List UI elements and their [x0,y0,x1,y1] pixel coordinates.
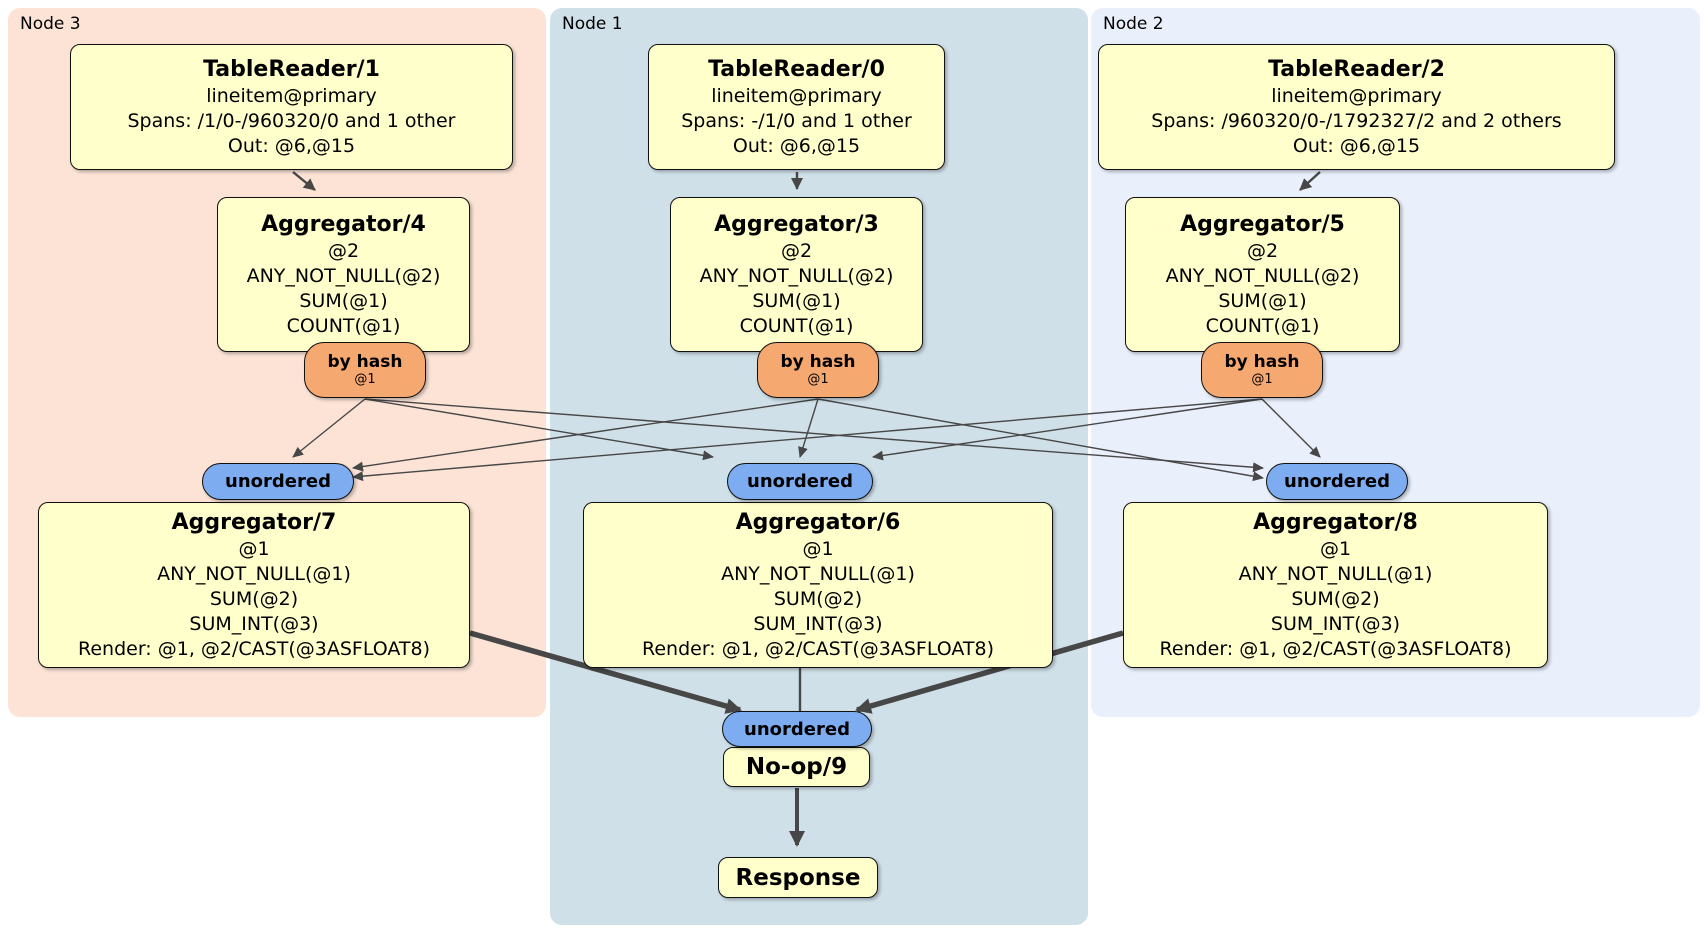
edge-tablereader1-aggregator4 [292,171,316,191]
synchronizer-type-label: unordered [225,471,331,492]
edge-byhash4-unordered7 [292,398,366,458]
region-label-node2: Node 2 [1103,14,1164,34]
processor-detail-line: Render: @1, @2/CAST(@3ASFLOAT8) [1159,638,1512,660]
synchronizer-type-label: unordered [1284,471,1390,492]
processor-title: Aggregator/3 [714,212,879,237]
edge-byhash4-unordered8 [364,398,1264,473]
processor-detail-line: SUM(@2) [209,588,299,610]
processor-detail-line: @2 [327,240,360,262]
processor-detail-line: lineitem@primary [711,85,882,107]
processor-detail-line: lineitem@primary [206,85,377,107]
processor-detail-line: @2 [1246,240,1279,262]
router-columns-label: @1 [807,372,829,387]
processor-detail-line: Spans: -/1/0 and 1 other [681,110,912,132]
processor-detail-line: SUM(@1) [752,290,841,312]
edge-byhash3-unordered6 [798,398,819,458]
synchronizer-type-label: unordered [744,718,850,740]
router-type-label: by hash [780,352,856,372]
processor-title: Response [735,864,861,891]
processor-detail-line: SUM_INT(@3) [189,613,319,635]
router-columns-label: @1 [354,372,376,387]
processor-title: TableReader/1 [203,57,380,82]
edge-byhash5-unordered7 [352,398,1263,482]
processor-detail-line: Out: @6,@15 [227,135,356,157]
processor-detail-line: SUM(@1) [1218,290,1307,312]
processor-detail-line: SUM_INT(@3) [1270,613,1401,635]
processor-detail-line: lineitem@primary [1271,85,1442,107]
processor-detail-line: ANY_NOT_NULL(@1) [157,563,351,585]
edge-byhash5-unordered8 [1261,398,1321,458]
processor-title: TableReader/0 [708,57,885,82]
processor-title: No-op/9 [745,754,848,780]
processor-detail-line: @2 [780,240,813,262]
processor-title: Aggregator/8 [1253,510,1418,535]
region-label-node1: Node 1 [562,14,623,34]
edge-byhash4-unordered6 [364,398,714,461]
processor-detail-line: Spans: /960320/0-/1792327/2 and 2 others [1151,110,1562,132]
processor-detail-line: Render: @1, @2/CAST(@3ASFLOAT8) [642,638,994,660]
processor-detail-line: COUNT(@1) [1205,315,1320,337]
processor-no-op-9: No-op/9 [723,747,870,787]
sync-unordered-aggregator8: unordered [1266,463,1408,500]
router-by-hash-aggregator3: by hash@1 [757,342,879,398]
processor-detail-line: Out: @6,@15 [1292,135,1421,157]
processor-detail-line: Spans: /1/0-/960320/0 and 1 other [127,110,456,132]
region-label-node3: Node 3 [20,14,81,34]
router-columns-label: @1 [1251,372,1273,387]
processor-detail-line: SUM(@2) [773,588,863,610]
processor-detail-line: Out: @6,@15 [732,135,861,157]
edge-aggregator8-unordered9 [855,630,1124,714]
processor-detail-line: @1 [802,538,834,560]
processor-title: Aggregator/5 [1180,212,1345,237]
router-type-label: by hash [1224,352,1300,372]
processor-detail-line: @1 [238,538,270,560]
processor-response: Response [718,857,878,898]
processor-detail-line: SUM_INT(@3) [753,613,883,635]
sync-unordered-noop9: unordered [722,711,872,747]
sync-unordered-aggregator7: unordered [202,463,354,500]
edge-aggregator7-unordered9 [469,630,742,714]
router-type-label: by hash [327,352,403,372]
processor-detail-line: COUNT(@1) [286,315,401,337]
processor-title: Aggregator/4 [261,212,426,237]
processor-detail-line: ANY_NOT_NULL(@2) [699,265,894,287]
processor-detail-line: SUM(@2) [1291,588,1380,610]
router-by-hash-aggregator5: by hash@1 [1201,342,1323,398]
edge-byhash5-unordered6 [872,398,1263,461]
synchronizer-type-label: unordered [747,471,853,492]
processor-detail-line: ANY_NOT_NULL(@1) [721,563,915,585]
processor-title: Aggregator/6 [735,510,901,535]
edge-byhash3-unordered8 [817,398,1264,482]
processor-detail-line: SUM(@1) [299,290,388,312]
processor-detail-line: COUNT(@1) [739,315,854,337]
router-by-hash-aggregator4: by hash@1 [304,342,426,398]
edge-tablereader2-aggregator5 [1299,171,1321,191]
sync-unordered-aggregator6: unordered [727,463,873,500]
processor-title: TableReader/2 [1268,57,1445,82]
processor-detail-line: Render: @1, @2/CAST(@3ASFLOAT8) [78,638,430,660]
edge-byhash3-unordered7 [352,398,819,472]
processor-title: Aggregator/7 [171,510,337,535]
processor-detail-line: ANY_NOT_NULL(@2) [1165,265,1360,287]
processor-detail-line: ANY_NOT_NULL(@2) [246,265,441,287]
processor-detail-line: ANY_NOT_NULL(@1) [1238,563,1433,585]
processor-detail-line: @1 [1319,538,1352,560]
